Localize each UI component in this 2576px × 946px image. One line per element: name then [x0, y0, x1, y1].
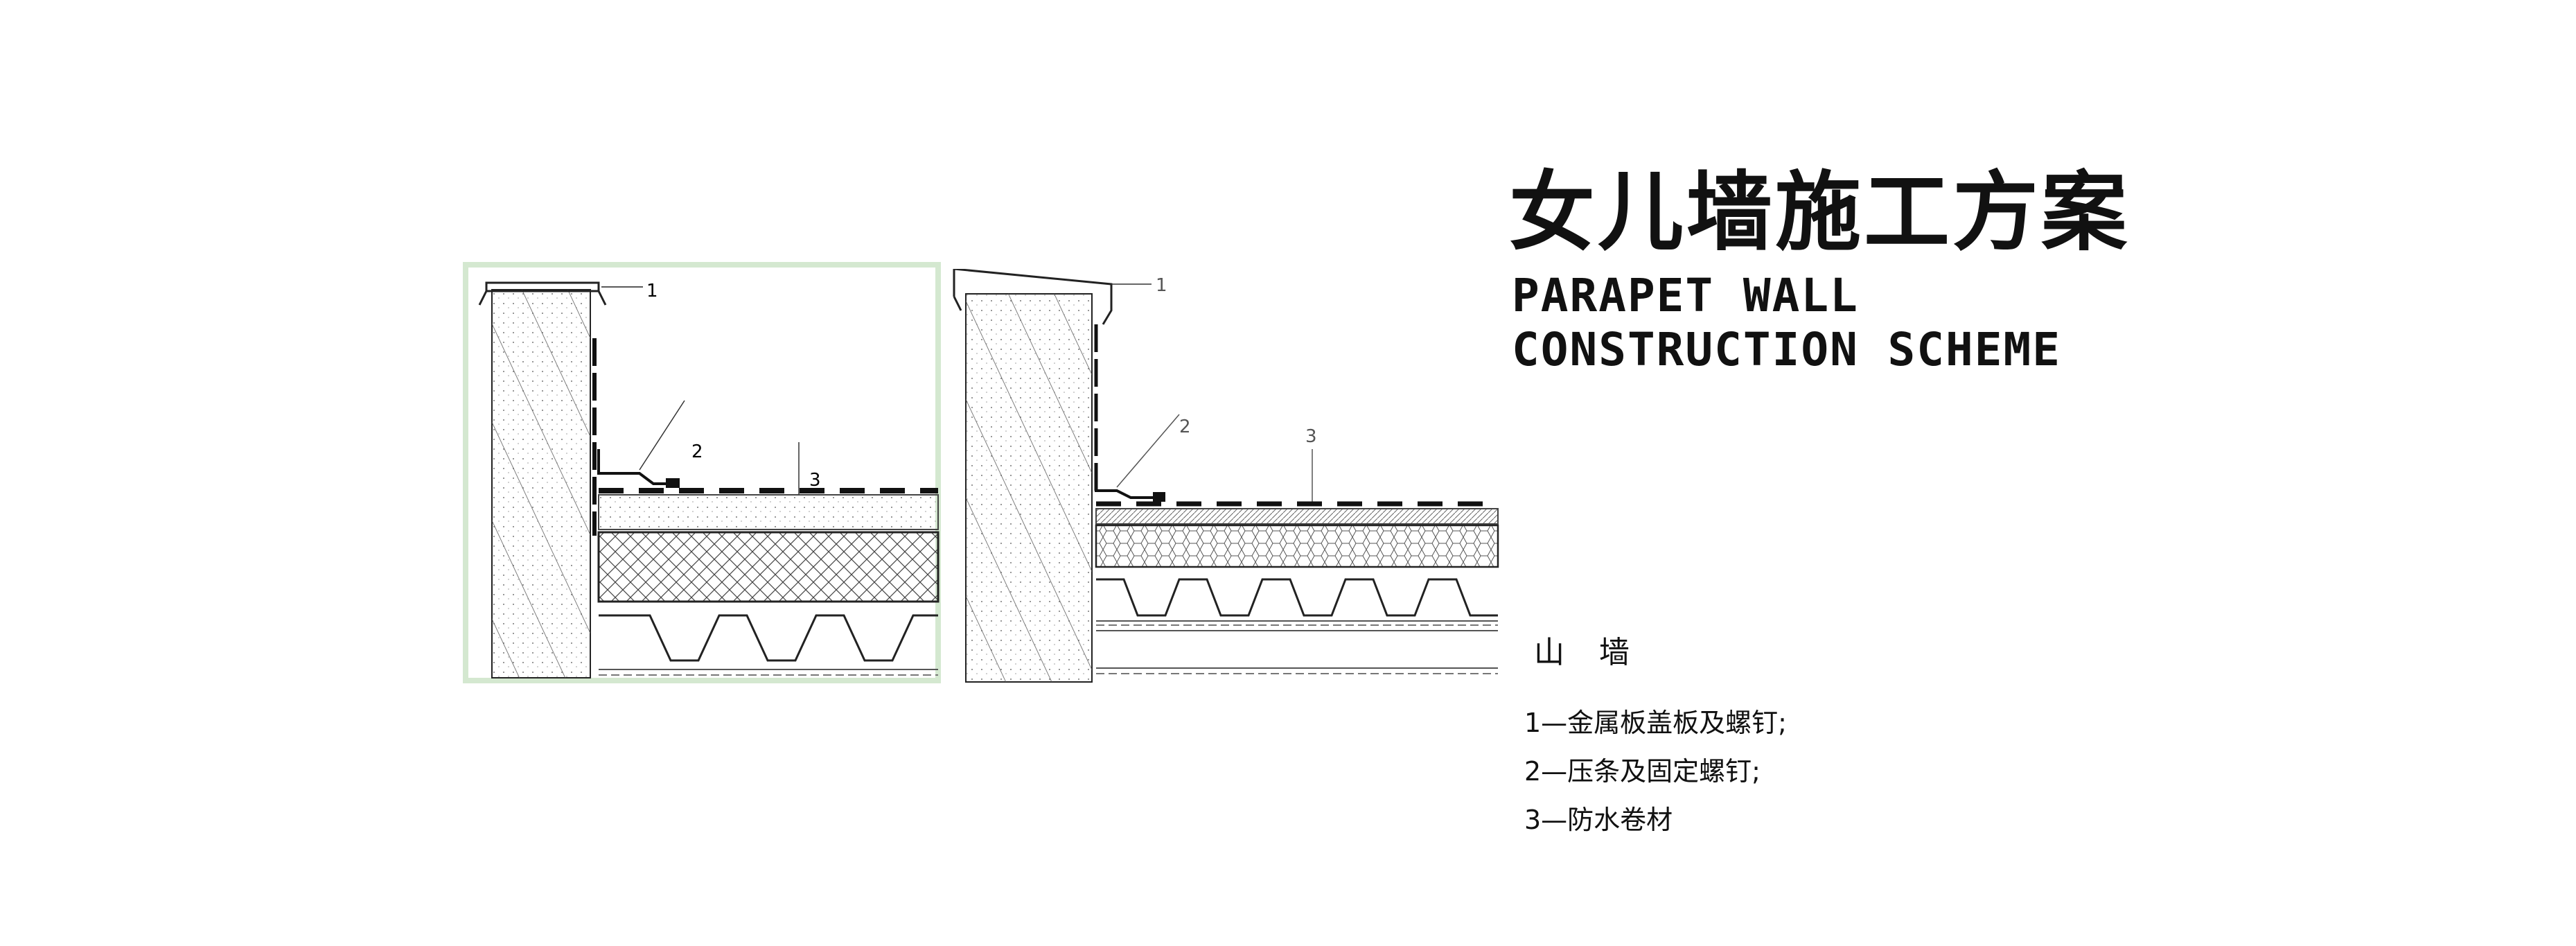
- legend-item: 2—压条及固定螺钉;: [1524, 756, 1761, 787]
- callout-2: 2: [691, 441, 703, 462]
- section-label: 山 墙: [1534, 635, 1642, 670]
- subtitle-line-1: PARAPET WALL: [1512, 269, 1859, 322]
- page-title: 女儿墙施工方案: [1509, 163, 2131, 263]
- profiled-deck: [599, 614, 938, 662]
- callout-1: 1: [646, 281, 658, 301]
- callout-1: 1: [1156, 275, 1167, 296]
- parapet-detail-left: 1 2 3: [463, 262, 941, 683]
- subtitle-line-2: CONSTRUCTION SCHEME: [1512, 323, 2061, 376]
- legend-item: 3—防水卷材: [1524, 805, 1673, 835]
- insulation-layer: [1095, 524, 1499, 568]
- callout-2: 2: [1179, 417, 1191, 437]
- parapet-detail-right: 1 2 3: [953, 269, 1499, 683]
- callout-3: 3: [809, 470, 821, 491]
- highlight-frame: [463, 262, 941, 683]
- profiled-deck: [1096, 578, 1498, 617]
- insulation-layer: [597, 531, 939, 603]
- legend-item: 1—金属板盖板及螺钉;: [1524, 708, 1787, 738]
- metal-coping: [485, 281, 600, 292]
- callout-3: 3: [1305, 426, 1317, 447]
